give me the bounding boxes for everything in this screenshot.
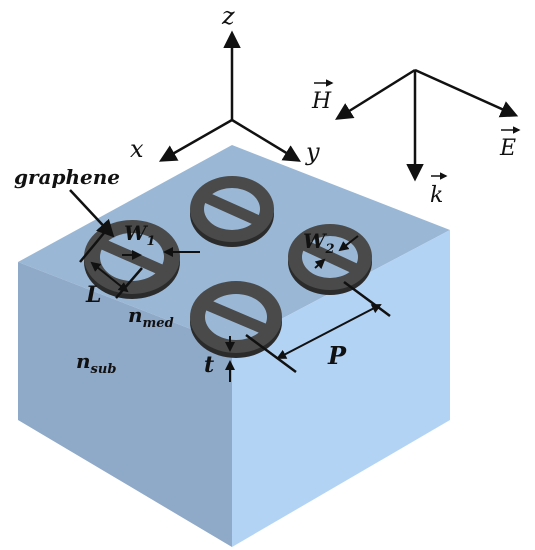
svg-text:W1: W1 [124,221,156,249]
w2-dimension: W2 [303,229,359,270]
svg-text:E: E [499,136,516,161]
graphene-ring-front [190,281,282,358]
graphene-pointer [69,189,115,238]
n-med-label: nmed [128,303,174,331]
p-dimension: P [245,280,391,374]
coordinate-axes [158,30,301,162]
graphene-ring-back [190,176,274,247]
graphene-ring-right [288,224,372,295]
svg-text:k: k [430,183,443,208]
k-vector-label: k [430,172,448,208]
cube-right-face [232,230,450,547]
z-axis-label: z [221,2,235,30]
svg-text:W2: W2 [303,229,335,257]
e-field-label: E [499,126,521,161]
cube-left-face [18,262,232,547]
x-axis-label: x [130,135,144,163]
y-axis-label: y [305,138,320,166]
t-dimension: t [204,336,235,382]
l-dimension: L [79,232,143,308]
svg-text:t: t [204,352,214,378]
w1-dimension: W1 [122,221,200,260]
h-field-label: H [311,79,334,114]
svg-text:L: L [85,282,101,308]
svg-text:H: H [311,89,332,114]
field-vectors [335,68,519,182]
n-sub-label: nsub [76,349,116,377]
svg-text:P: P [327,341,347,370]
graphene-label: graphene [14,165,120,189]
